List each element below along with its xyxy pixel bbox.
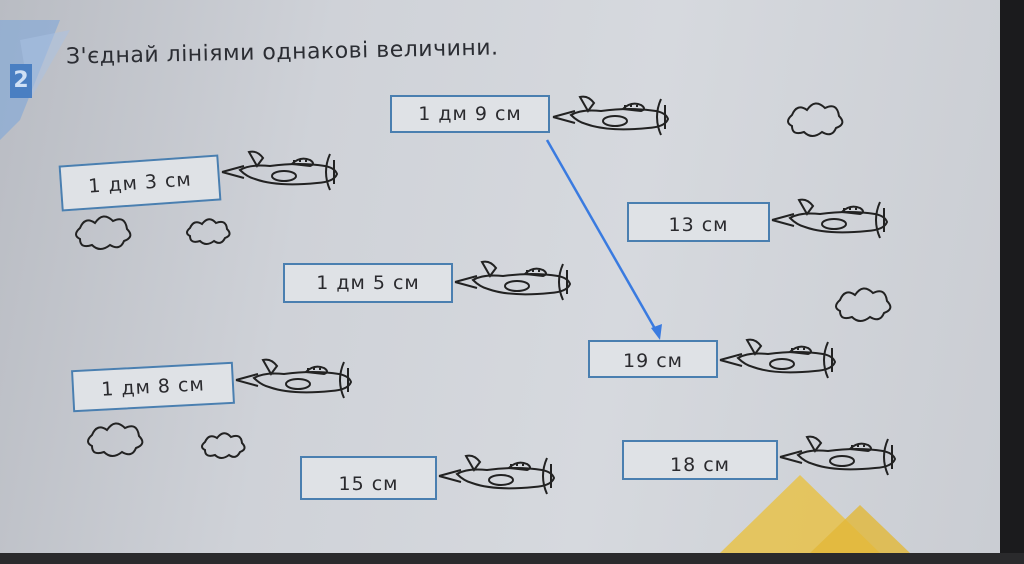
airplane-icon: [438, 454, 555, 495]
airplane-icon: [454, 260, 571, 301]
value-box[interactable]: 15 см: [300, 456, 437, 500]
value-box[interactable]: 1 дм 9 см: [390, 95, 550, 133]
screen-bezel: [0, 553, 1024, 564]
clouds: [75, 102, 892, 459]
cloud-icon: [835, 287, 892, 322]
exercise-number: 2: [10, 64, 32, 98]
airplane-icon: [221, 150, 338, 191]
value-box[interactable]: 1 дм 8 см: [71, 361, 235, 413]
value-box[interactable]: 1 дм 5 см: [283, 263, 453, 303]
cloud-icon: [787, 102, 844, 137]
airplane-icon: [235, 358, 352, 399]
connection-line: [545, 139, 662, 340]
airplane-icon: [719, 338, 836, 379]
airplane-icon: [771, 198, 888, 239]
yellow-diamond-shape: [810, 505, 910, 553]
cloud-icon: [87, 422, 144, 457]
value-box[interactable]: 18 см: [622, 440, 778, 480]
value-box[interactable]: 19 см: [588, 340, 718, 378]
airplane-icon: [552, 95, 669, 136]
value-box[interactable]: 13 см: [627, 202, 770, 242]
airplane-icon: [779, 435, 896, 476]
blue-corner-shape: [20, 30, 70, 100]
screen-bezel: [1000, 0, 1024, 564]
cloud-icon: [201, 432, 246, 459]
cloud-icon: [186, 218, 231, 245]
cloud-icon: [75, 215, 132, 250]
